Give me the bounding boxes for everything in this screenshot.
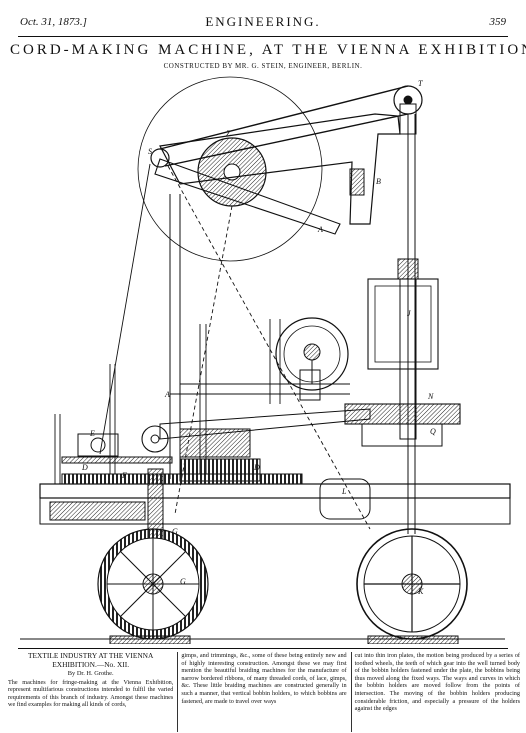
- large-pulley-outline: [137, 76, 323, 262]
- issue-date: Oct. 31, 1873.]: [20, 16, 87, 28]
- label-E: E: [89, 429, 95, 438]
- figure-subtitle: CONSTRUCTED BY MR. G. STEIN, ENGINEER, B…: [163, 62, 363, 70]
- label-A-upper: A: [317, 225, 323, 234]
- label-T: T: [418, 79, 423, 88]
- label-S: S: [148, 147, 152, 156]
- header-rule: [18, 36, 508, 37]
- figure-labels: T Z S B A A J N Q E D D F L G G K: [81, 79, 436, 596]
- running-header: Oct. 31, 1873.] ENGINEERING. 359: [20, 14, 506, 36]
- label-K: K: [417, 587, 424, 596]
- label-Z: Z: [226, 129, 231, 138]
- label-G-upper: G: [172, 527, 178, 536]
- label-D-left: D: [81, 463, 88, 472]
- label-F: F: [121, 471, 127, 480]
- column-1-text: The machines for fringe-making at the Vi…: [8, 678, 174, 709]
- figure-title: CORD-MAKING MACHINE, AT THE VIENNA EXHIB…: [10, 42, 526, 58]
- article-column-3: cut into thin iron plates, the motion be…: [350, 652, 520, 732]
- machine-engraving: T Z S B A A J N Q E D D F L G G K: [20, 76, 511, 644]
- label-A-lower: A: [164, 390, 170, 399]
- article-body: TEXTILE INDUSTRY AT THE VIENNA EXHIBITIO…: [8, 652, 520, 732]
- label-G-wheel: G: [180, 577, 186, 586]
- article-column-2: gimps, and trimmings, &c., some of these…: [177, 652, 347, 732]
- page-number: 359: [489, 16, 507, 28]
- hand-wheel: [275, 317, 349, 391]
- label-B: B: [376, 177, 381, 186]
- column-2-text: gimps, and trimmings, &c., some of these…: [181, 652, 347, 705]
- label-Q: Q: [430, 427, 436, 436]
- article-title: TEXTILE INDUSTRY AT THE VIENNA EXHIBITIO…: [27, 652, 154, 669]
- magazine-title: ENGINEERING.: [205, 14, 321, 29]
- label-L: L: [341, 487, 347, 496]
- label-J: J: [407, 309, 411, 318]
- article-column-1: TEXTILE INDUSTRY AT THE VIENNA EXHIBITIO…: [8, 652, 173, 732]
- label-N: N: [427, 392, 434, 401]
- label-D-right: D: [253, 463, 260, 472]
- article-byline: By Dr. H. Grothe.: [67, 670, 114, 677]
- column-3-text: cut into thin iron plates, the motion be…: [354, 652, 520, 713]
- figure-rule: [18, 648, 508, 649]
